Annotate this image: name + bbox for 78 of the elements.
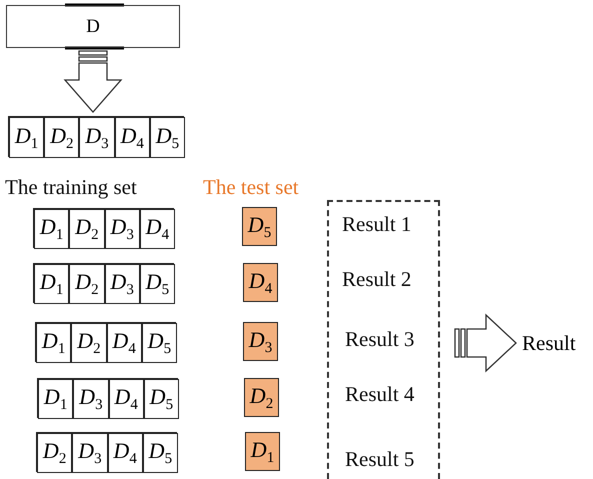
block-arrow: [64, 50, 122, 113]
fold-label: D$_{2}$: [42, 438, 66, 468]
fold-label: D$_{1}$: [14, 122, 38, 152]
fold-cell: [142, 433, 178, 473]
fold-cell: [73, 379, 108, 419]
fold-label: D$_{4}$: [146, 214, 170, 244]
fold-row: [36, 432, 177, 472]
fold-cell: [140, 209, 175, 249]
test-fold-cell: [243, 263, 278, 302]
test-fold-cell: [244, 378, 279, 417]
fold-label: D$_{4}$: [113, 438, 137, 468]
fold-cell: [9, 117, 44, 158]
fold-cell: [44, 117, 80, 158]
set-heading: The training set: [5, 175, 137, 200]
test-fold-cell: [243, 322, 278, 361]
block-arrow: [454, 314, 517, 372]
fold-cell: [36, 323, 72, 363]
fold-row: [33, 208, 174, 248]
set-heading: The test set: [203, 175, 299, 200]
fold-label: D$_{3}$: [78, 438, 102, 468]
dataset-box: D: [6, 5, 180, 48]
fold-label: D$_{3}$: [79, 384, 103, 414]
fold-cell: [71, 323, 106, 363]
fold-cell: [104, 264, 140, 304]
fold-label: D$_{1}$: [42, 328, 66, 358]
fold-label: D$_{5}$: [148, 438, 172, 468]
fold-row: [35, 322, 176, 362]
fold-label: D$_{2}$: [75, 269, 99, 299]
fold-label: D$_{3}$: [85, 122, 109, 152]
fold-cell: [114, 117, 150, 158]
fold-label: D$_{2}$: [75, 214, 99, 244]
result-text: Result: [522, 328, 592, 358]
fold-label: D$_{1}$: [40, 269, 64, 299]
fold-cell: [34, 264, 70, 304]
fold-label: D$_{5}$: [150, 384, 174, 414]
fold-label: D$_{5}$: [146, 269, 170, 299]
fold-label: D$_{2}$: [77, 328, 101, 358]
result-text: Result 3: [345, 327, 414, 352]
fold-cell: [106, 323, 142, 363]
test-fold-cell: [245, 432, 280, 471]
fold-label: D$_{4}$: [112, 328, 136, 358]
result-text: Result 5: [345, 447, 414, 472]
fold-cell: [34, 209, 70, 249]
fold-cell: [72, 433, 108, 473]
fold-row: [33, 263, 174, 303]
fold-cell: [38, 379, 74, 419]
fold-label: D$_{4}$: [114, 384, 138, 414]
fold-label: D$_{3}$: [248, 326, 272, 356]
result-text: Result 2: [342, 267, 412, 292]
result-text: Result 4: [345, 382, 414, 407]
fold-cell: [150, 117, 185, 158]
fold-cell: [142, 323, 177, 363]
fold-cell: [37, 433, 72, 473]
fold-label: D$_{3}$: [110, 269, 134, 299]
result-text: Result 1: [342, 212, 412, 237]
fold-cell: [69, 264, 104, 304]
fold-row: [8, 116, 184, 157]
fold-cell: [79, 117, 115, 158]
fold-label: D$_{1}$: [44, 384, 68, 414]
fold-label: D$_{5}$: [156, 122, 180, 152]
fold-label: D$_{1}$: [250, 436, 274, 466]
fold-cell: [104, 209, 140, 249]
fold-label: D$_{1}$: [40, 214, 64, 244]
test-fold-cell: [242, 207, 277, 246]
fold-label: D$_{4}$: [248, 268, 272, 298]
fold-cell: [144, 379, 179, 419]
fold-label: D$_{5}$: [248, 212, 272, 242]
fold-label: D$_{4}$: [120, 122, 144, 152]
fold-label: D$_{3}$: [110, 214, 134, 244]
fold-row: [37, 378, 178, 418]
fold-cell: [108, 433, 143, 473]
fold-label: D$_{2}$: [250, 382, 274, 412]
fold-label: D$_{2}$: [50, 122, 74, 152]
results-dashed-box: [327, 200, 440, 479]
fold-cell: [140, 264, 175, 304]
fold-label: D$_{5}$: [148, 328, 172, 358]
fold-cell: [69, 209, 104, 249]
fold-cell: [108, 379, 144, 419]
